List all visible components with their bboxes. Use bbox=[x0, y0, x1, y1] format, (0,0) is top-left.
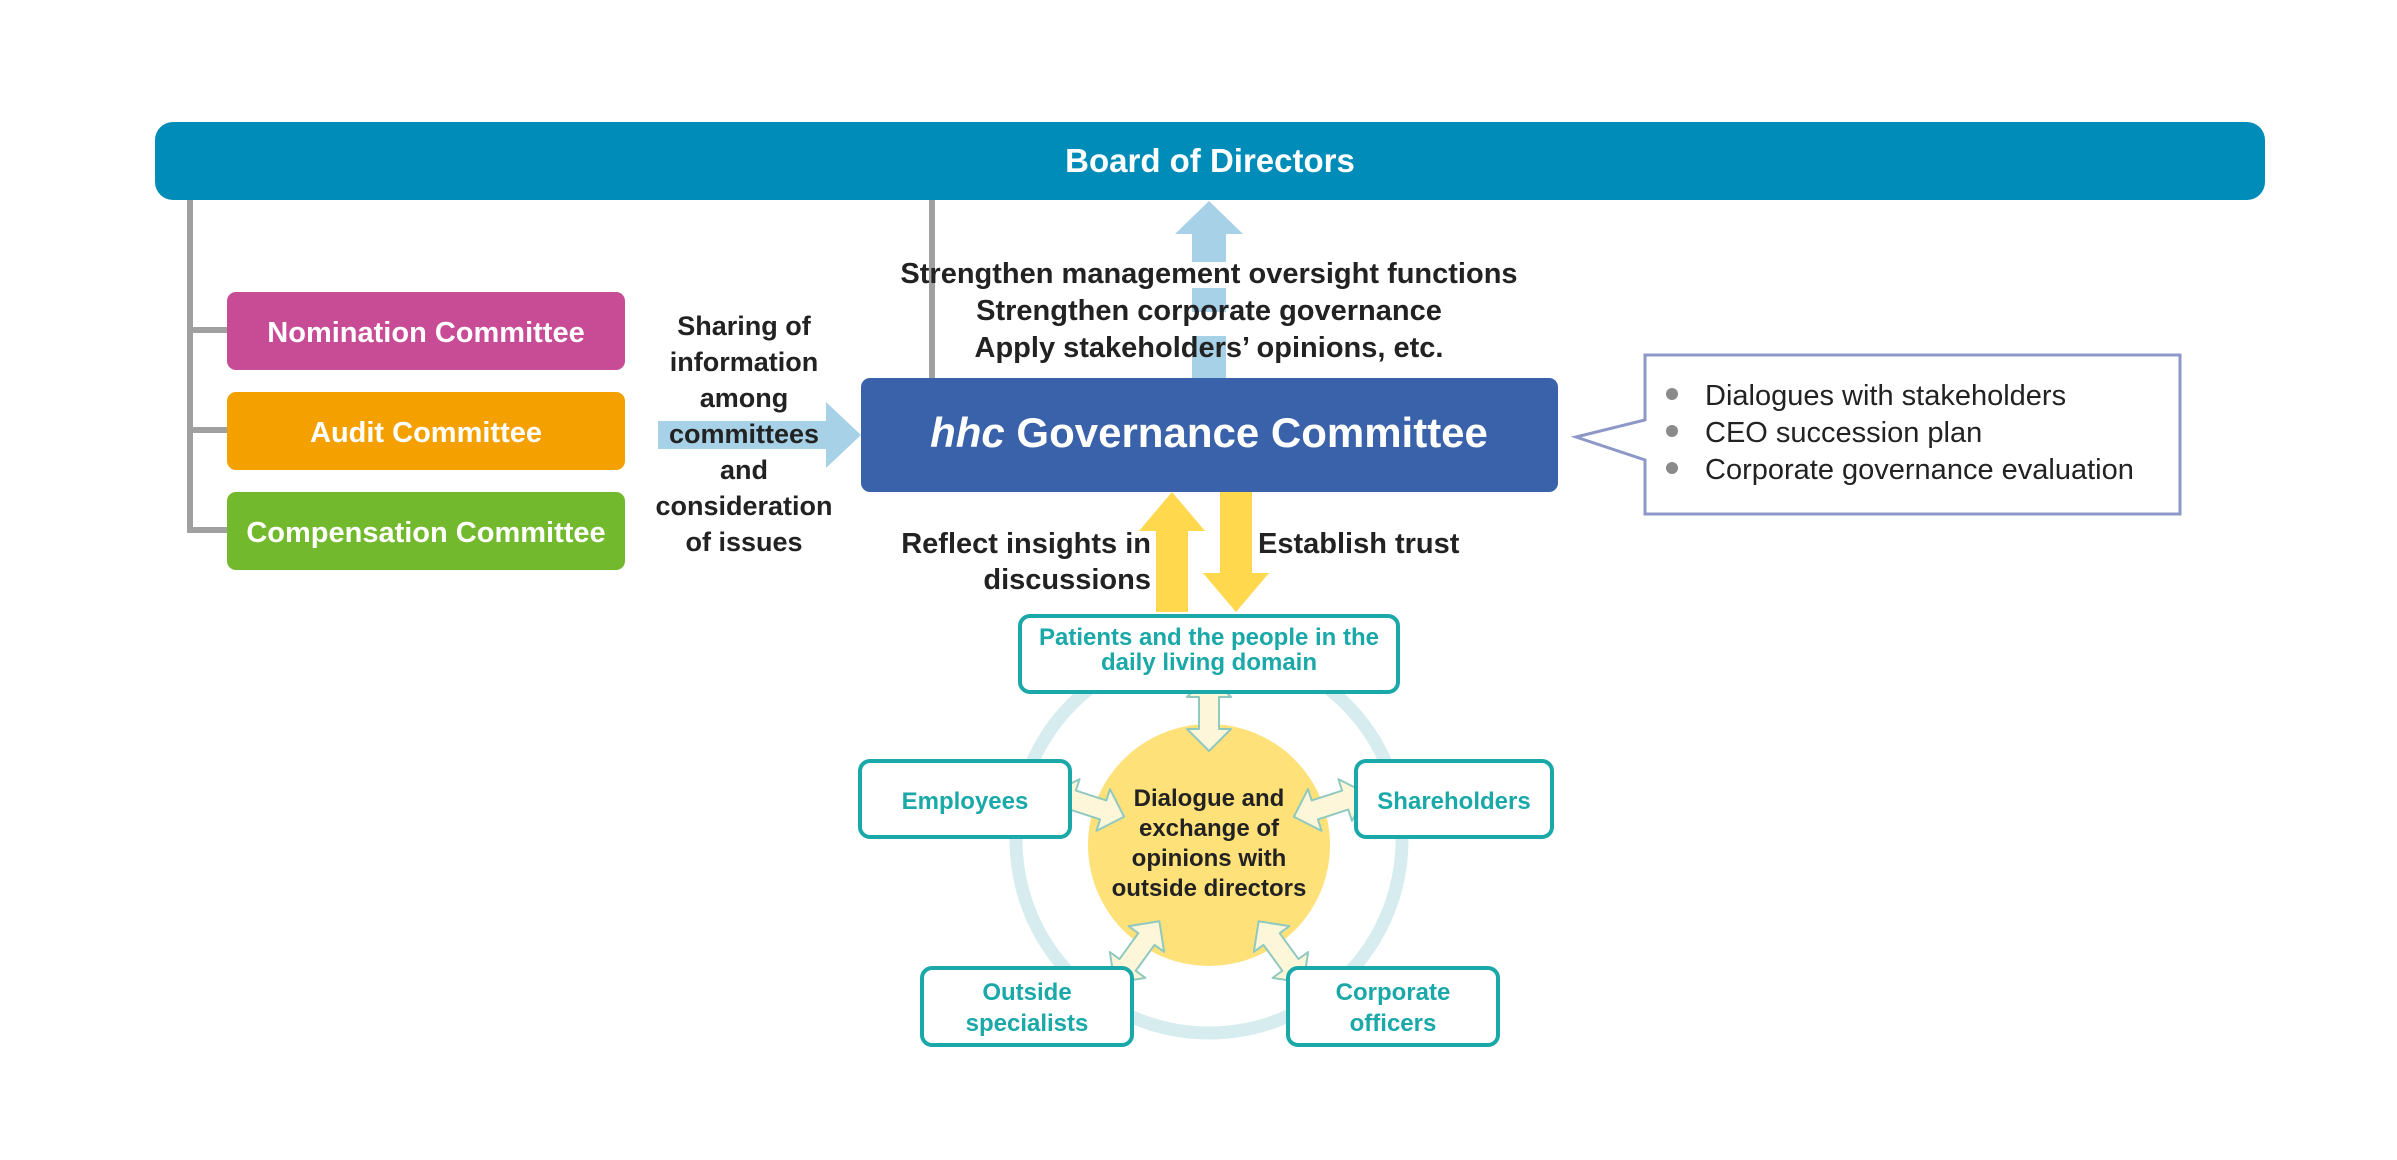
callout-bullet-1 bbox=[1666, 388, 1678, 400]
dialogue-center-circle bbox=[1088, 724, 1330, 966]
establish-trust-label: Establish trust bbox=[1258, 528, 1460, 560]
callout-item-2: CEO succession plan bbox=[1705, 417, 1982, 449]
patients-line-1: Patients and the people in the bbox=[1039, 624, 1379, 651]
oversight-line-2: Strengthen corporate governance bbox=[976, 295, 1442, 327]
sharing-arrow bbox=[658, 402, 861, 468]
callout-bullet-2 bbox=[1666, 425, 1678, 437]
reflect-line-1: Reflect insights in bbox=[901, 528, 1151, 560]
officers-line-1: Corporate bbox=[1336, 979, 1451, 1006]
board-of-directors-bar bbox=[155, 122, 2265, 200]
board-of-directors-label: Board of Directors bbox=[1065, 142, 1355, 179]
corporate-officers-box: Corporate officers bbox=[1286, 966, 1500, 1047]
compensation-committee-box: Compensation Committee bbox=[227, 492, 625, 570]
center-line-3: opinions with bbox=[1132, 845, 1287, 872]
oversight-up-arrow bbox=[1175, 201, 1243, 380]
shareholders-label: Shareholders bbox=[1377, 788, 1530, 815]
specialists-line-2: specialists bbox=[966, 1010, 1089, 1037]
governance-callout: Dialogues with stakeholders CEO successi… bbox=[1570, 353, 2182, 516]
nomination-committee-box: Nomination Committee bbox=[227, 292, 625, 370]
sharing-line-1: Sharing of bbox=[677, 311, 812, 341]
center-line-4: outside directors bbox=[1112, 875, 1307, 902]
governance-committee-title: hhc Governance Committee bbox=[930, 409, 1488, 456]
sharing-line-3: among bbox=[700, 383, 789, 413]
officers-line-2: officers bbox=[1350, 1010, 1437, 1037]
audit-committee-label: Audit Committee bbox=[310, 417, 542, 449]
compensation-committee-label: Compensation Committee bbox=[246, 517, 605, 549]
reflect-text: Reflect insights in discussions bbox=[901, 528, 1151, 596]
callout-item-3: Corporate governance evaluation bbox=[1705, 454, 2134, 486]
shareholders-box: Shareholders bbox=[1354, 759, 1554, 839]
sharing-line-5: and bbox=[720, 455, 768, 485]
callout-item-1: Dialogues with stakeholders bbox=[1705, 380, 2066, 412]
oversight-line-3: Apply stakeholders’ opinions, etc. bbox=[975, 332, 1444, 364]
center-text: Dialogue and exchange of opinions with o… bbox=[1112, 785, 1307, 902]
outside-specialists-box: Outside specialists bbox=[920, 966, 1134, 1047]
audit-committee-box: Audit Committee bbox=[227, 392, 625, 470]
sharing-line-6: consideration bbox=[655, 491, 832, 521]
patients-box: Patients and the people in the daily liv… bbox=[1018, 614, 1400, 694]
patients-line-2: daily living domain bbox=[1101, 649, 1317, 676]
center-line-2: exchange of bbox=[1139, 815, 1280, 842]
sharing-text: Sharing of information among committees … bbox=[655, 311, 832, 557]
employees-label: Employees bbox=[902, 788, 1029, 815]
governance-committee-box: hhc Governance Committee bbox=[861, 378, 1558, 492]
sharing-line-4: committees bbox=[669, 419, 819, 449]
committee-connector-lines bbox=[187, 200, 935, 533]
oversight-text: Strengthen management oversight function… bbox=[900, 258, 1517, 364]
sharing-line-2: information bbox=[670, 347, 819, 377]
center-line-1: Dialogue and bbox=[1134, 785, 1285, 812]
specialists-line-1: Outside bbox=[982, 979, 1071, 1006]
nomination-committee-label: Nomination Committee bbox=[267, 317, 584, 349]
establish-down-arrow bbox=[1203, 492, 1269, 612]
reflect-line-2: discussions bbox=[983, 564, 1151, 596]
employees-box: Employees bbox=[858, 759, 1072, 839]
governance-label: Governance Committee bbox=[1005, 409, 1488, 456]
sharing-line-7: of issues bbox=[685, 527, 802, 557]
governance-prefix: hhc bbox=[930, 409, 1005, 456]
reflect-up-arrow bbox=[1139, 492, 1205, 612]
oversight-line-1: Strengthen management oversight function… bbox=[900, 258, 1517, 290]
callout-bullet-3 bbox=[1666, 462, 1678, 474]
